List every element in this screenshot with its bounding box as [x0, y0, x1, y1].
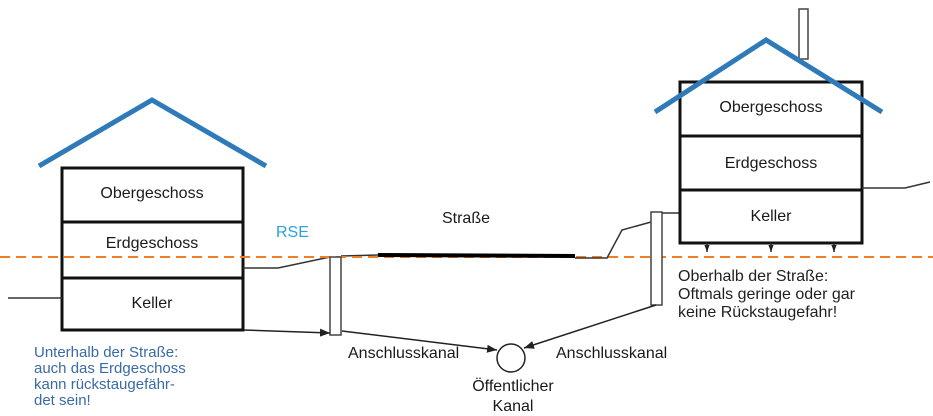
left-house-roof [37, 97, 268, 169]
street-label: Straße [442, 210, 490, 227]
right-yard-terrain-line [575, 221, 652, 259]
public-sewer-label-line-2: Kanal [493, 398, 534, 415]
left-house-basement-label: Keller [132, 295, 174, 312]
right-note-line-3: keine Rückstaugefahr! [678, 304, 837, 321]
left-connector-label: Anschlusskanal [348, 345, 459, 362]
right-house-note: Oberhalb der Straße: Oftmals geringe ode… [678, 268, 856, 321]
left-house-drain-arrow [242, 328, 331, 337]
right-terrain-line [862, 181, 931, 189]
right-house-upper-floor-label: Obergeschoss [719, 99, 822, 116]
right-connection-pipe [650, 211, 663, 306]
left-note-line-2: auch das Erdgeschoss [34, 360, 186, 377]
left-connection-sewer-arrow [341, 330, 498, 353]
street-surface [377, 253, 576, 258]
left-house-body [60, 166, 245, 332]
left-house-note: Unterhalb der Straße: auch das Erdgescho… [34, 344, 186, 409]
right-note-line-2: Oftmals geringe oder gar [678, 286, 856, 303]
left-connection-pipe [329, 256, 342, 336]
public-sewer-label-line-1: Öffentlicher [472, 377, 554, 395]
right-note-line-1: Oberhalb der Straße: [678, 268, 828, 285]
left-yard-terrain-line [243, 256, 331, 269]
right-house-ground-floor-label: Erdgeschoss [725, 155, 818, 172]
left-note-line-1: Unterhalb der Straße: [34, 344, 178, 361]
left-house-upper-floor-label: Obergeschoss [100, 185, 203, 202]
rse-label: RSE [276, 224, 309, 241]
right-connection-sewer-arrow [523, 304, 657, 349]
right-house-basement-label: Keller [751, 208, 793, 225]
right-house-roof [653, 37, 884, 115]
right-house: Obergeschoss Erdgeschoss Keller [653, 8, 884, 252]
left-house-ground-floor-label: Erdgeschoss [106, 235, 199, 252]
left-note-line-4: det sein! [34, 392, 91, 409]
left-note-line-3: kann rückstaugefähr- [34, 376, 175, 393]
right-connector-label: Anschlusskanal [556, 345, 667, 362]
right-house-chimney [798, 8, 809, 60]
left-house: Obergeschoss Erdgeschoss Keller [37, 97, 268, 332]
left-pipe-to-street-line [340, 254, 379, 257]
public-sewer-circle [496, 343, 526, 373]
